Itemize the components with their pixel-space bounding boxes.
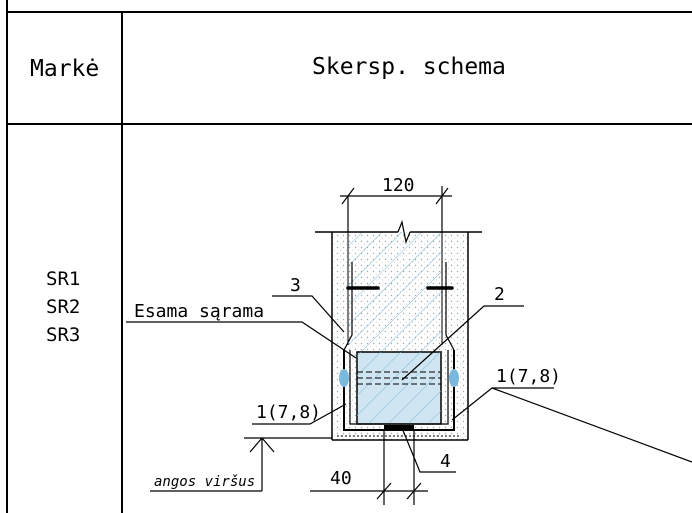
dimension-40 — [310, 430, 428, 505]
callout-existing-lintel-text: Esama sąrama — [134, 301, 264, 322]
tie-bars — [343, 262, 455, 351]
callout-2-text: 2 — [494, 284, 505, 305]
callout-4-text: 4 — [440, 451, 451, 472]
mark-sr3: SR3 — [46, 324, 81, 346]
dimension-120 — [340, 186, 452, 232]
opening-top-marker — [150, 437, 332, 492]
dim-40-text: 40 — [330, 468, 352, 489]
u-channel — [343, 350, 455, 431]
callout-1-left-text: 1(7,8) — [256, 402, 321, 423]
mark-sr1: SR1 — [46, 268, 81, 290]
opening-top-text: angos viršus — [154, 474, 255, 490]
header-cross-section-scheme: Skersp. schema — [312, 54, 506, 80]
table-grid — [6, 0, 692, 513]
dim-120-text: 120 — [382, 175, 415, 196]
callout-1-right-text: 1(7,8) — [496, 366, 561, 387]
mark-sr2: SR2 — [46, 296, 81, 318]
callout-3-text: 3 — [290, 275, 301, 296]
header-marke: Markė — [30, 56, 100, 82]
existing-lintel — [356, 351, 442, 425]
bottom-plate — [384, 425, 414, 429]
